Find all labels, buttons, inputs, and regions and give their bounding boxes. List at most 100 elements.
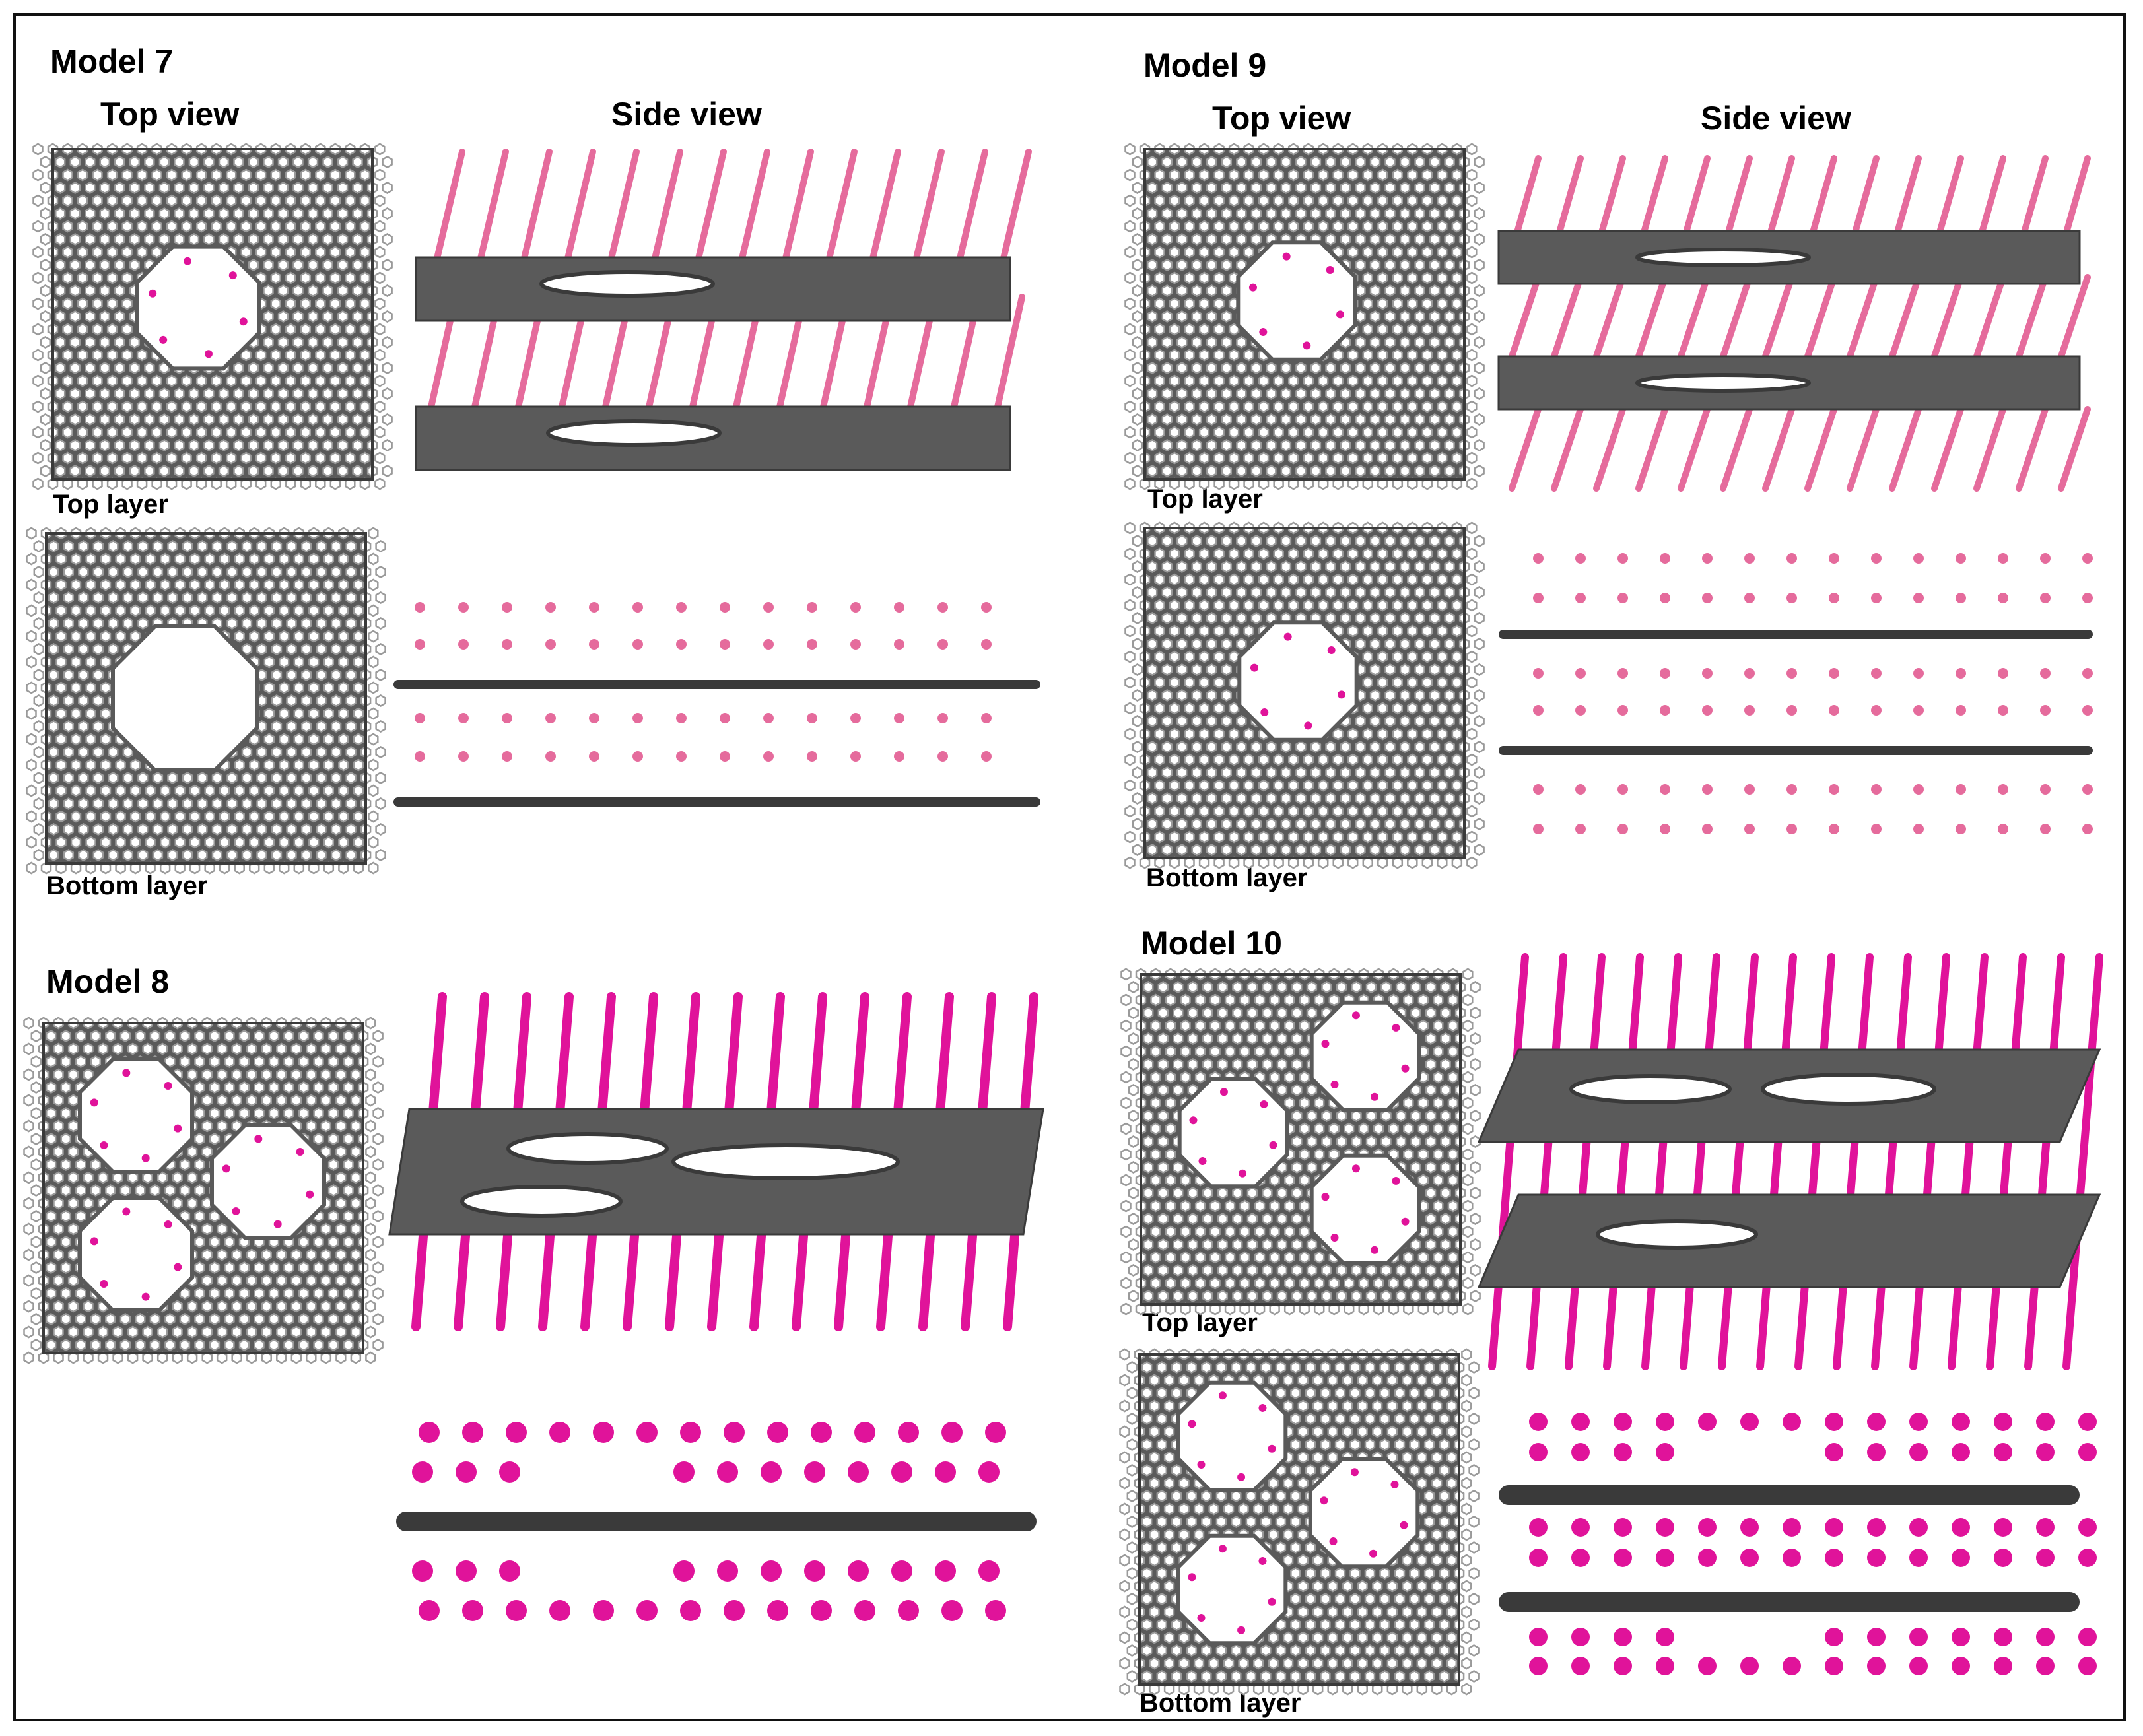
ion: [724, 1600, 745, 1621]
ion: [1994, 1518, 2012, 1537]
ion: [632, 713, 643, 723]
hexagon-lattice: [1119, 1348, 1480, 1696]
pore-ion: [184, 257, 192, 265]
pore-ion: [1248, 283, 1257, 292]
ion: [763, 713, 774, 723]
ion: [894, 639, 904, 650]
ion-column: [1804, 406, 1837, 492]
graphene-edge: [1499, 1592, 2080, 1612]
model-9-bottom-layer-sheet: [1124, 521, 1485, 869]
ion-column: [992, 294, 1025, 419]
hexagon-lattice: [1124, 143, 1485, 490]
model-9-bottom-layer-label: Bottom layer: [1146, 863, 1308, 892]
ion-column: [912, 149, 945, 267]
ion: [1825, 1549, 1843, 1567]
ion: [1952, 1518, 1970, 1537]
ion: [676, 713, 687, 723]
ion: [506, 1422, 527, 1443]
ion: [1956, 668, 1966, 679]
ion: [1871, 824, 1882, 834]
ion: [458, 713, 469, 723]
ion: [1617, 553, 1628, 564]
pore-ion: [1260, 708, 1269, 716]
pore-ion: [1329, 1537, 1338, 1546]
pore-ion: [232, 1207, 240, 1216]
ion: [1956, 593, 1966, 603]
model-7-top-view-heading: Top view: [100, 96, 240, 133]
ion: [456, 1560, 477, 1582]
ion: [985, 1422, 1006, 1443]
ion: [763, 639, 774, 650]
ion: [1529, 1628, 1548, 1646]
ion: [1956, 784, 1966, 795]
ion: [1571, 1628, 1590, 1646]
ion: [2040, 705, 2051, 716]
ion: [593, 1422, 614, 1443]
nanopore: [111, 624, 259, 772]
ion: [1871, 553, 1882, 564]
ion: [1614, 1657, 1632, 1675]
ion: [2082, 668, 2093, 679]
ion: [1998, 668, 2008, 679]
ion: [462, 1600, 483, 1621]
nanopore: [1308, 1457, 1420, 1569]
ion: [1702, 705, 1713, 716]
ion: [2078, 1413, 2097, 1431]
ion: [1575, 784, 1586, 795]
ion: [502, 751, 512, 762]
ion: [2040, 553, 2051, 564]
ion: [1660, 668, 1670, 679]
pore-ion: [1269, 1141, 1277, 1149]
pore-ion: [1218, 1391, 1227, 1400]
ion-column: [1794, 953, 1835, 1370]
ion: [717, 1560, 738, 1582]
ion: [2036, 1518, 2055, 1537]
ion: [937, 713, 948, 723]
pore-ion: [1371, 1092, 1379, 1101]
ion: [1786, 705, 1797, 716]
ion: [458, 602, 469, 613]
ion: [724, 1422, 745, 1443]
ion: [1783, 1518, 1801, 1537]
ion: [1871, 593, 1882, 603]
ion: [935, 1560, 956, 1582]
nanopore: [78, 1057, 194, 1174]
slab-pore: [671, 1143, 900, 1180]
model-10-side-view-edge: [1499, 1413, 2097, 1675]
ion: [1660, 824, 1670, 834]
ion: [1617, 784, 1628, 795]
ion: [894, 602, 904, 613]
ion: [1913, 705, 1924, 716]
ion-column: [1509, 406, 1542, 492]
ion: [545, 639, 556, 650]
pore-ion: [228, 271, 237, 280]
pore-ion: [164, 1081, 172, 1090]
graphene-slab: [1477, 1193, 2101, 1288]
ion: [458, 751, 469, 762]
ion: [1952, 1443, 1970, 1461]
pore-ion: [1303, 341, 1311, 350]
ion: [632, 639, 643, 650]
pore-ion: [254, 1135, 263, 1143]
ion: [807, 602, 817, 613]
ion: [1909, 1443, 1928, 1461]
pore-ion: [100, 1280, 108, 1288]
ion: [1867, 1443, 1886, 1461]
slab-pore: [1569, 1074, 1732, 1104]
ion-column: [1889, 274, 1922, 360]
ion: [1617, 668, 1628, 679]
pore-ion: [1338, 690, 1346, 699]
ion: [1740, 1549, 1759, 1567]
ion: [1829, 784, 1839, 795]
ion: [1913, 668, 1924, 679]
ion: [676, 639, 687, 650]
ion: [545, 713, 556, 723]
ion: [898, 1600, 919, 1621]
ion: [1533, 668, 1544, 679]
ion: [1617, 824, 1628, 834]
ion: [2036, 1549, 2055, 1567]
model-7-top-layer-label: Top layer: [53, 490, 168, 519]
pore-ion: [1268, 1444, 1276, 1453]
ion: [1698, 1657, 1717, 1675]
ion: [2040, 824, 2051, 834]
